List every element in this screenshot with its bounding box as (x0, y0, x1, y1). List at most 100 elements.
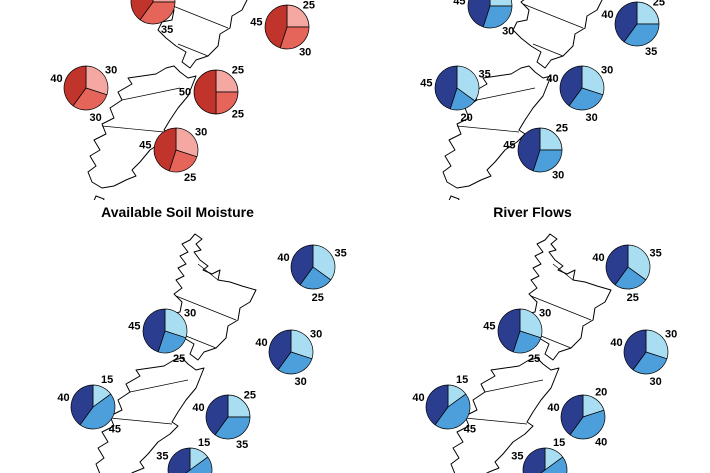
pie-slice-dark (153, 127, 177, 172)
pie-slice-label: 20 (595, 386, 607, 398)
north-island-outline (165, 233, 257, 361)
pie-slice-light (519, 308, 543, 339)
north-island-outline (157, 0, 248, 69)
pie-slice-light (164, 308, 188, 339)
pie-slice-dark (130, 0, 154, 21)
pie-slice-dark (623, 329, 647, 371)
pie-slice-mid (157, 330, 187, 354)
pie-slice-mid (568, 87, 604, 111)
pie-slice-dark (290, 244, 314, 286)
pie-slice-label: 30 (195, 126, 207, 138)
pie-slice-label: 35 (236, 439, 248, 451)
pie-slice-dark (264, 4, 288, 49)
pie-slice-label: 30 (299, 47, 311, 59)
pie-slice-dark (63, 65, 87, 107)
pie-slice-dark (522, 447, 546, 473)
pie-slice-label: 25 (303, 0, 315, 12)
pie-slice-dark (268, 329, 292, 371)
pie-slice-label: 25 (627, 292, 639, 304)
pie-chart: 30 45 (453, 0, 514, 38)
pie-slice-label: 40 (255, 337, 267, 349)
pie-slice-label: 45 (139, 140, 151, 152)
region-boundary-line (109, 417, 173, 425)
pie-slice-label: 15 (456, 374, 468, 386)
pie-slice-label: 25 (528, 353, 540, 365)
nz-map (450, 233, 612, 473)
pie-slice-dark (559, 65, 583, 107)
pie-slice-label: 35 (161, 24, 173, 36)
region-boundary-line (167, 3, 229, 29)
north-island-outline (512, 0, 603, 69)
pie-slice-light (85, 65, 109, 96)
region-boundary-line (177, 43, 209, 57)
pie-slice-label: 40 (601, 9, 613, 21)
pie-slice-label: 40 (546, 73, 558, 85)
pie-slice-label: 35 (334, 247, 346, 259)
pie-chart: 20 40 40 (547, 386, 607, 448)
pie-slice-mid (72, 87, 108, 111)
region-boundary-line (129, 379, 189, 393)
pie-slice-mid (277, 351, 313, 375)
pie-slice-label: 15 (101, 374, 113, 386)
pie-slice-light (175, 127, 199, 158)
pie-slice-light (152, 0, 176, 3)
pie-slice-label: 30 (310, 328, 322, 340)
pie-slice-light (627, 244, 651, 281)
pie-slice-dark (193, 69, 217, 115)
pie-slice-mid (623, 23, 660, 47)
north-island-outline (520, 233, 612, 361)
pie-slice-label: 40 (595, 437, 607, 449)
nz-map (95, 233, 257, 473)
pie-slice-dark (560, 394, 584, 436)
south-island-outline (95, 357, 205, 473)
pie-slice-dark (517, 127, 541, 172)
nz-map (87, 0, 248, 200)
pie-slice-light (581, 65, 605, 96)
pie-slice-mid (279, 26, 310, 50)
pie-slice-mid (79, 393, 116, 430)
pie-chart: 35 (130, 0, 176, 36)
pie-slice-mid (512, 330, 542, 354)
pie-slice-light (290, 329, 314, 360)
pie-slice-label: 30 (665, 328, 677, 340)
pie-slice-mid (214, 416, 251, 440)
pie-slice-label: 30 (89, 112, 101, 124)
pie-slice-label: 35 (649, 247, 661, 259)
pie-slice-label: 25 (173, 353, 185, 365)
region-boundary-line (540, 335, 572, 349)
pie-slice-light (227, 394, 251, 418)
region-boundary-line (121, 87, 181, 101)
pie-slice-label: 45 (109, 423, 121, 435)
pie-slice-label: 30 (502, 26, 514, 38)
pie-slice-label: 45 (420, 78, 432, 90)
pie-slice-light (645, 329, 669, 360)
pie-slice-dark (497, 308, 521, 353)
pie-slice-label: 45 (464, 423, 476, 435)
pie-slice-label: 40 (592, 252, 604, 264)
pie-slice-mid (299, 266, 332, 290)
pie-slice-label: 25 (232, 65, 244, 77)
pie-slice-label: 30 (649, 376, 661, 388)
pie-slice-label: 25 (653, 0, 665, 9)
pie-slice-label: 40 (547, 402, 559, 414)
region-boundary-line (456, 125, 520, 133)
pie-slice-light (539, 127, 563, 151)
pie-slice-mid (532, 149, 563, 173)
pie-slice-dark (205, 394, 229, 436)
region-boundary-line (532, 43, 564, 57)
pie-slice-label: 45 (453, 0, 465, 8)
pie-slice-label: 30 (601, 64, 613, 76)
